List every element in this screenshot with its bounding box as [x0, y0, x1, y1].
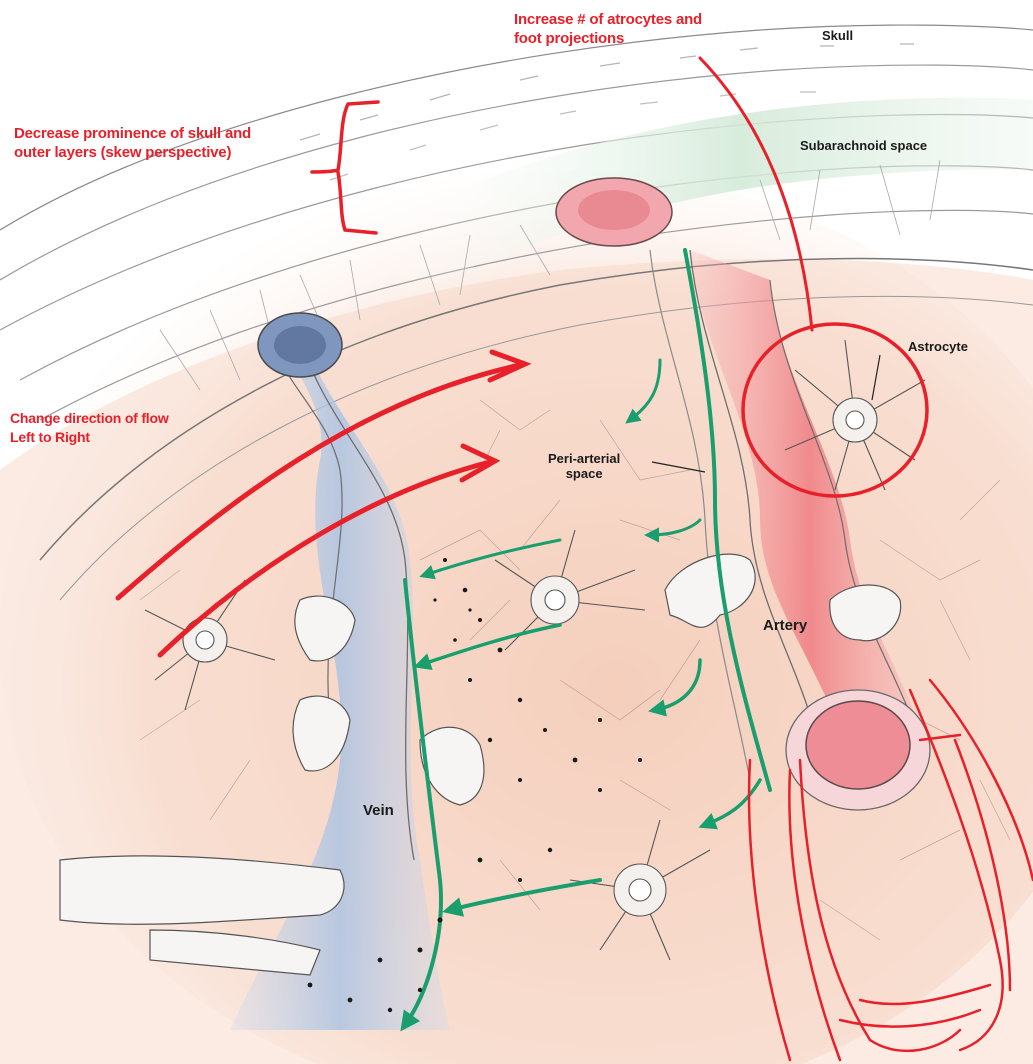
- annotation-decrease-skull: Decrease prominence of skull and outer l…: [14, 124, 251, 162]
- annotation-flow-direction: Change direction of flow Left to Right: [10, 409, 169, 447]
- label-astrocyte: Astrocyte: [908, 339, 968, 354]
- label-periarterial-space: Peri-arterial space: [548, 451, 620, 481]
- label-vein: Vein: [363, 803, 394, 818]
- label-artery: Artery: [763, 618, 807, 633]
- label-skull: Skull: [822, 28, 853, 43]
- artery-bottom-cross-section: [806, 701, 910, 789]
- label-subarachnoid-space: Subarachnoid space: [800, 138, 927, 153]
- annotation-increase-astrocytes: Increase # of atrocytes and foot project…: [514, 10, 702, 48]
